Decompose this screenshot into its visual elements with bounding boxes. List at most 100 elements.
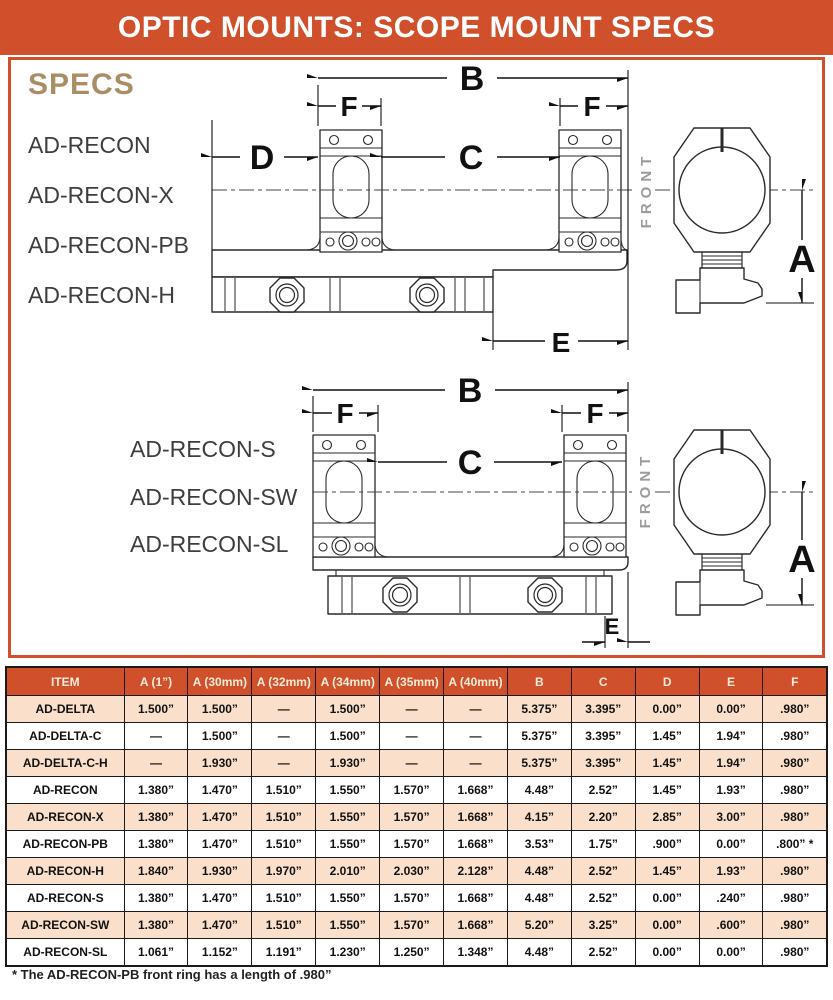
front-direction-label: FRONT <box>638 152 655 229</box>
value-cell: 1.94” <box>698 749 764 777</box>
value-cell: 1.550” <box>315 803 381 831</box>
value-cell: 1.380” <box>123 830 189 858</box>
value-cell: 1.45” <box>634 749 700 777</box>
dim-label-a: A <box>788 539 815 581</box>
value-cell: 2.52” <box>570 938 636 967</box>
dim-label-d: D <box>250 139 275 177</box>
column-header: D <box>634 666 700 696</box>
model-label-ad-recon-sw: AD-RECON-SW <box>130 484 298 510</box>
value-cell: 1.570” <box>379 830 445 858</box>
model-label-ad-recon-h: AD-RECON-H <box>28 282 175 308</box>
value-cell: 1.570” <box>379 776 445 804</box>
value-cell: .980” <box>762 857 828 885</box>
model-label-ad-recon-pb: AD-RECON-PB <box>28 232 190 258</box>
column-header: A (32mm) <box>251 666 317 696</box>
value-cell: 4.15” <box>506 803 572 831</box>
value-cell: 2.030” <box>379 857 445 885</box>
value-cell: 1.75” <box>570 830 636 858</box>
value-cell: .900” <box>634 830 700 858</box>
value-cell: .980” <box>762 884 828 912</box>
table-row: AD-DELTA-C-H—1.930”—1.930”——5.375”3.395”… <box>5 749 828 777</box>
value-cell: — <box>251 722 317 750</box>
value-cell: 1.510” <box>251 803 317 831</box>
rail-nut <box>527 577 563 613</box>
rail-nut <box>409 277 445 313</box>
value-cell: 1.550” <box>315 776 381 804</box>
value-cell: .980” <box>762 803 828 831</box>
value-cell: .980” <box>762 749 828 777</box>
value-cell: 1.470” <box>187 776 253 804</box>
value-cell: 1.470” <box>187 803 253 831</box>
value-cell: — <box>123 722 189 750</box>
value-cell: 1.510” <box>251 911 317 939</box>
value-cell: 4.48” <box>506 884 572 912</box>
dim-label-f: F <box>586 398 603 429</box>
model-label-ad-recon: AD-RECON <box>28 132 151 158</box>
value-cell: 2.85” <box>634 803 700 831</box>
value-cell: 1.380” <box>123 884 189 912</box>
value-cell: .800” * <box>762 830 828 858</box>
value-cell: 1.470” <box>187 884 253 912</box>
value-cell: 1.550” <box>315 911 381 939</box>
value-cell: .240” <box>698 884 764 912</box>
value-cell: .980” <box>762 938 828 967</box>
value-cell: 4.48” <box>506 776 572 804</box>
value-cell: — <box>251 695 317 723</box>
value-cell: — <box>443 749 508 777</box>
model-label-ad-recon-x: AD-RECON-X <box>28 182 174 208</box>
specs-heading: SPECS <box>28 68 135 101</box>
value-cell: 0.00” <box>634 938 700 967</box>
value-cell: 3.00” <box>698 803 764 831</box>
item-cell: AD-DELTA-C <box>5 722 125 750</box>
item-cell: AD-RECON-SW <box>5 911 125 939</box>
table-footnote: * The AD-RECON-PB front ring has a lengt… <box>12 967 332 982</box>
value-cell: 3.395” <box>570 695 636 723</box>
value-cell: — <box>443 722 508 750</box>
value-cell: 1.45” <box>634 857 700 885</box>
value-cell: 1.668” <box>443 911 508 939</box>
value-cell: 0.00” <box>698 938 764 967</box>
value-cell: 1.510” <box>251 830 317 858</box>
value-cell: 1.45” <box>634 776 700 804</box>
value-cell: 1.500” <box>315 695 381 723</box>
value-cell: 1.93” <box>698 776 764 804</box>
item-cell: AD-DELTA-C-H <box>5 749 125 777</box>
rear-ring-base <box>312 434 376 558</box>
value-cell: 1.930” <box>315 749 381 777</box>
value-cell: 0.00” <box>634 884 700 912</box>
value-cell: 0.00” <box>698 830 764 858</box>
dim-label-f: F <box>336 398 353 429</box>
dim-label-b: B <box>458 372 483 410</box>
value-cell: 1.93” <box>698 857 764 885</box>
value-cell: 3.395” <box>570 749 636 777</box>
value-cell: 1.500” <box>315 722 381 750</box>
value-cell: — <box>379 722 445 750</box>
value-cell: 3.395” <box>570 722 636 750</box>
column-header: B <box>506 666 572 696</box>
value-cell: 1.230” <box>315 938 381 967</box>
column-header: A (35mm) <box>379 666 445 696</box>
item-cell: AD-RECON-X <box>5 803 125 831</box>
table-row: AD-DELTA-C—1.500”—1.500”——5.375”3.395”1.… <box>5 722 828 750</box>
value-cell: 3.53” <box>506 830 572 858</box>
item-cell: AD-RECON <box>5 776 125 804</box>
value-cell: .980” <box>762 776 828 804</box>
item-cell: AD-RECON-SL <box>5 938 125 967</box>
value-cell: 1.970” <box>251 857 317 885</box>
value-cell: 1.668” <box>443 830 508 858</box>
value-cell: .980” <box>762 911 828 939</box>
value-cell: 1.668” <box>443 884 508 912</box>
value-cell: 1.570” <box>379 884 445 912</box>
dim-label-c: C <box>458 444 483 482</box>
rail-nut <box>269 277 305 313</box>
value-cell: 1.348” <box>443 938 508 967</box>
value-cell: 5.375” <box>506 695 572 723</box>
value-cell: 0.00” <box>698 695 764 723</box>
